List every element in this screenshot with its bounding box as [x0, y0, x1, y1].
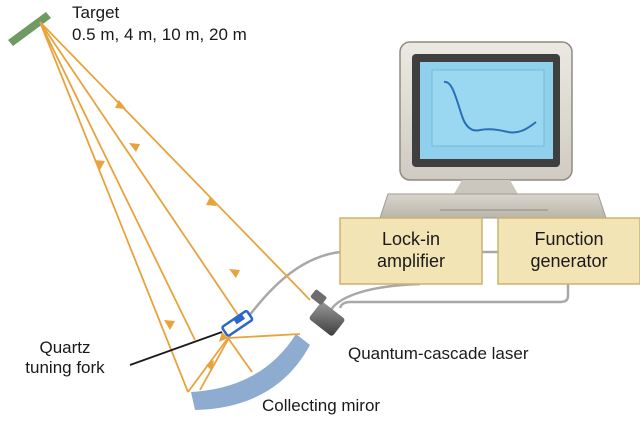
function-generator-line-2: generator	[530, 251, 608, 271]
arrow-up-2	[206, 197, 217, 206]
monitor-neck	[454, 180, 518, 194]
beam-target-to-mirror	[39, 21, 189, 393]
beam-target-to-fork	[39, 21, 241, 319]
function-generator-box	[497, 217, 640, 285]
arrow-down-1	[94, 160, 105, 170]
cables	[243, 250, 570, 323]
function-generator-label: Function generator	[498, 228, 640, 272]
arrow-down-4	[164, 320, 175, 330]
quartz-tuning-fork	[221, 309, 254, 337]
mirror-label: Collecting miror	[262, 396, 381, 415]
laser-label: Quantum-cascade laser	[348, 344, 529, 363]
tuning-fork-label: Quartz tuning fork	[6, 338, 124, 378]
tuning-fork-line-2: tuning fork	[25, 358, 105, 377]
laser-body	[309, 302, 345, 336]
beam-arrows	[94, 100, 240, 371]
tuning-fork-prong	[233, 313, 246, 325]
computer-base	[379, 193, 607, 219]
cable-fork-to-lockin	[243, 250, 341, 323]
beam-mirror-return-3	[227, 337, 253, 373]
laser-beams	[39, 21, 311, 393]
lock-in-line-2: amplifier	[376, 251, 446, 271]
arrow-down-3	[229, 269, 240, 278]
target-title: Target	[72, 3, 120, 22]
arrow-mirror-2	[206, 360, 214, 371]
tuning-fork-leader	[129, 331, 223, 366]
collecting-mirror	[191, 334, 310, 410]
screen-trace	[443, 80, 537, 134]
quantum-cascade-laser	[309, 289, 345, 336]
lock-in-amplifier-box	[339, 217, 483, 285]
screen-plot-area	[431, 69, 545, 147]
lock-in-line-1: Lock-in	[381, 229, 441, 249]
cable-funcgen-to-laser	[338, 282, 570, 309]
arrow-up-1	[115, 100, 126, 109]
tuning-fork-line-1: Quartz	[39, 338, 91, 357]
function-generator-line-1: Function	[534, 229, 604, 249]
cable-laser-to-funcgen	[328, 282, 421, 313]
laser-nozzle	[310, 289, 327, 305]
beam-laser-to-target	[39, 21, 311, 301]
target	[8, 12, 51, 46]
arrow-mirror-1	[219, 332, 228, 342]
arrow-down-2	[129, 143, 140, 152]
computer	[379, 41, 607, 219]
beam-target-to-mirror-edge	[39, 21, 196, 341]
lock-in-amplifier-label: Lock-in amplifier	[340, 228, 482, 272]
target-plate	[8, 12, 51, 46]
target-distances: 0.5 m, 4 m, 10 m, 20 m	[72, 25, 247, 44]
